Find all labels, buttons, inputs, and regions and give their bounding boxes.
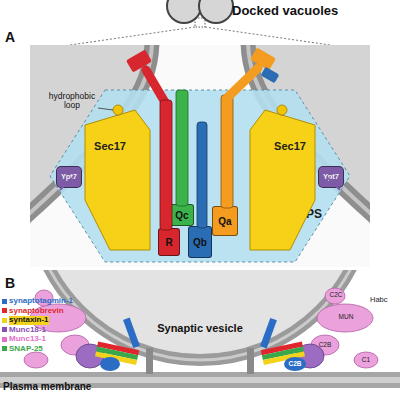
legend-swatch bbox=[2, 299, 7, 304]
qb-snare-box: Qb bbox=[188, 226, 212, 258]
qc-snare-box: Qc bbox=[170, 204, 194, 226]
legend-text: syntaxin-1 bbox=[9, 316, 49, 325]
legend-text: synaptotagmin-1 bbox=[9, 297, 73, 306]
legend-text: Munc18-1 bbox=[9, 326, 46, 335]
legend-swatch bbox=[2, 308, 7, 313]
legend-row: syntaxin-1 bbox=[2, 316, 49, 325]
sec17-shape: Sec17 bbox=[248, 108, 320, 253]
figure-heading: Docked vacuoles bbox=[232, 4, 392, 18]
synapse-illustration bbox=[0, 20, 400, 388]
domain-label: Habc bbox=[370, 296, 398, 304]
node-text: Qb bbox=[193, 237, 207, 248]
legend-text: synaptobrevin bbox=[9, 307, 64, 316]
node-text: Ypt7 bbox=[61, 173, 77, 181]
legend-swatch bbox=[2, 318, 7, 323]
node-text: R bbox=[165, 237, 172, 248]
vacuole-membranes bbox=[30, 45, 370, 267]
legend-row: Munc13-1 bbox=[2, 335, 46, 344]
domain-label: MUN bbox=[334, 313, 358, 320]
domain-label: C2C bbox=[326, 291, 346, 298]
shape-outline bbox=[250, 110, 315, 250]
legend-swatch bbox=[2, 337, 7, 342]
domain-label: C2B bbox=[285, 360, 305, 367]
legend-row: synaptotagmin-1 bbox=[2, 297, 73, 306]
node-text: Sec17 bbox=[262, 140, 318, 152]
node-text: Qc bbox=[175, 210, 188, 221]
shape-outline bbox=[80, 108, 152, 253]
ypt7-box: Ypt7 bbox=[318, 166, 344, 188]
legend-row: synaptobrevin bbox=[2, 307, 64, 316]
qa-snare-box: Qa bbox=[212, 206, 238, 236]
domain-label: C1 bbox=[358, 356, 374, 363]
sec17-shape: Sec17 bbox=[80, 108, 152, 253]
hops-hexagon: HOPSSec17Sec17QcRQbQa bbox=[50, 90, 350, 262]
legend-text: SNAP-25 bbox=[9, 345, 43, 354]
shape-outline bbox=[248, 108, 320, 253]
r-snare-box: R bbox=[158, 228, 180, 256]
legend-row: SNAP-25 bbox=[2, 345, 43, 354]
structure-label: Synaptic vesicle bbox=[140, 322, 260, 334]
structure-label: Plasma membrane bbox=[3, 381, 143, 392]
domain-label: C2B bbox=[315, 341, 335, 348]
callout-label: hydrophobic loop bbox=[44, 92, 100, 111]
node-text: Sec17 bbox=[82, 140, 138, 152]
panel-letter: B bbox=[5, 276, 25, 291]
legend-row: Munc18-1 bbox=[2, 326, 46, 335]
legend-swatch bbox=[2, 346, 7, 351]
legend-swatch bbox=[2, 327, 7, 332]
shape-outline bbox=[85, 110, 150, 250]
legend-text: Munc13-1 bbox=[9, 335, 46, 344]
shape-outline bbox=[50, 90, 350, 262]
node-text: Qa bbox=[218, 216, 231, 227]
panel-letter: A bbox=[5, 30, 25, 45]
ypt7-box: Ypt7 bbox=[56, 166, 82, 188]
node-text: Ypt7 bbox=[323, 173, 339, 181]
